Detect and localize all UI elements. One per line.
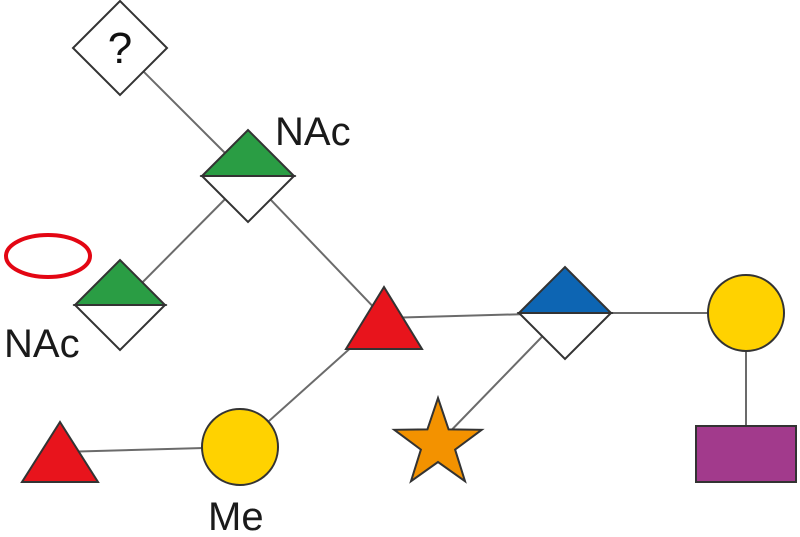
top-half-diamond [199,128,297,224]
left-half-diamond [72,258,168,352]
purple-rectangle [695,425,797,483]
center-triangle [344,285,424,350]
orange-star [391,394,485,484]
blue-half-diamond [516,265,614,361]
linkage-edges [59,47,747,454]
nac-label-top: NAc [275,110,351,154]
bottom-left-triangle [20,420,100,483]
bottom-circle [201,408,279,486]
residue-nodes [4,0,797,486]
unknown-diamond [71,0,169,97]
nac-label-left: NAc [4,322,80,366]
unknown-residue-label: ? [108,24,132,73]
right-circle [707,274,785,352]
me-label: Me [208,495,264,537]
red-ellipse [4,233,92,279]
